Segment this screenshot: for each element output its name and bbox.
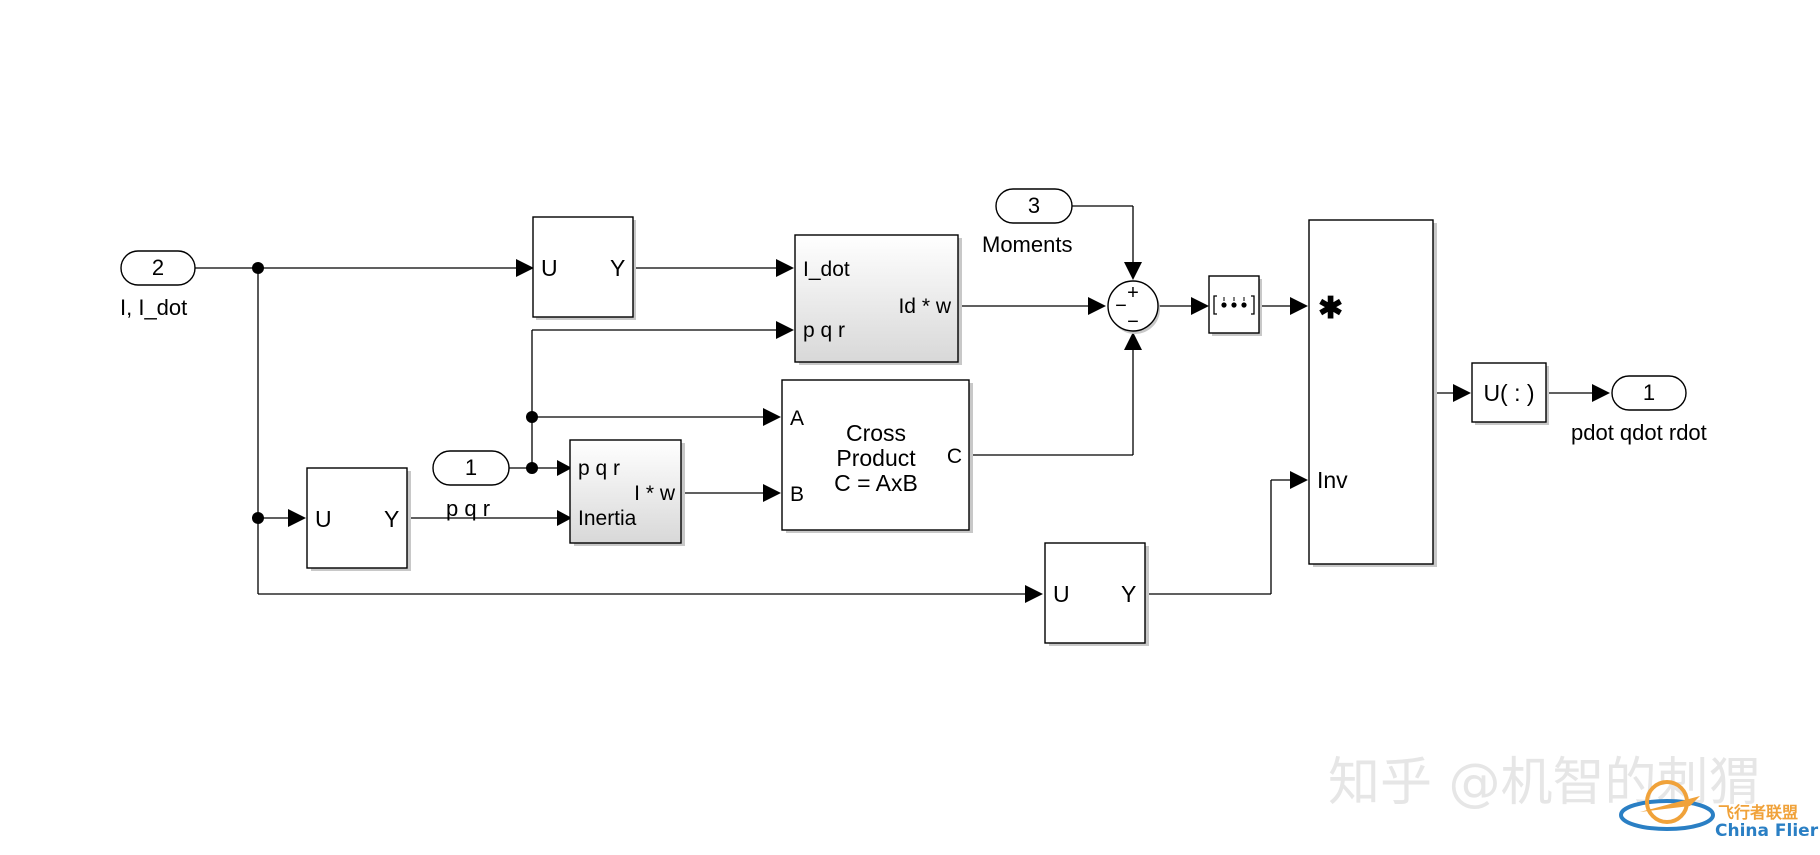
matrix-concat-block[interactable] (1208, 275, 1262, 336)
inport-1[interactable]: 1 (432, 450, 510, 486)
cross-product-block[interactable]: A B C Cross Product C = AxB (781, 379, 973, 533)
logo-en-text: China Flier (1715, 821, 1819, 841)
china-flier-logo: 飞行者联盟 China Flier (1619, 780, 1819, 841)
idot-block-idot-port: I_dot (803, 258, 850, 281)
inport-2[interactable]: 2 (120, 250, 196, 286)
product-inverse-block[interactable]: ✱ Inv (1308, 219, 1437, 567)
idot-block-pqr-port: p q r (803, 319, 845, 342)
cross-product-a-port: A (790, 407, 804, 430)
cross-product-b-port: B (790, 483, 804, 506)
selector-top-in-port: U (541, 255, 558, 281)
inport-3-label: Moments (982, 232, 1072, 257)
selector-bottom-in-port: U (1053, 581, 1070, 607)
inertia-block-pqr-port: p q r (578, 457, 620, 480)
inport-3-number: 3 (1028, 193, 1040, 218)
pqr-signal-label: p q r (446, 496, 490, 521)
cross-product-c-port: C (947, 445, 962, 468)
branch-points (252, 262, 538, 524)
watermark: 知乎 @机智的刺猬 飞行者联盟 China Flier (1328, 753, 1819, 841)
reshape-block-label: U( : ) (1483, 380, 1534, 406)
selector-left-out-port: Y (384, 506, 399, 532)
idot-times-w-subsystem[interactable]: I_dot p q r Id * w (794, 234, 962, 365)
idot-block-output-port: Id * w (898, 295, 951, 318)
reshape-block[interactable]: U( : ) (1471, 362, 1549, 425)
outport-1-label: pdot qdot rdot (1571, 420, 1707, 445)
sum-minus-left-sign: − (1115, 295, 1127, 317)
cross-product-title-line2: Product (836, 445, 916, 471)
cross-product-title-line1: Cross (846, 420, 906, 446)
selector-left-in-port: U (315, 506, 332, 532)
product-inv-port: Inv (1317, 467, 1348, 493)
inertia-block-inertia-port: Inertia (578, 507, 637, 530)
signal-wires (195, 205, 1594, 595)
selector-block-top[interactable]: U Y (532, 216, 636, 320)
inport-2-number: 2 (152, 255, 164, 280)
selector-block-bottom[interactable]: U Y (1044, 542, 1149, 646)
sum-minus-bottom-sign: − (1127, 311, 1139, 333)
inport-3[interactable]: 3 (995, 188, 1073, 224)
inertia-block-output-port: I * w (634, 482, 676, 505)
logo-cn-text: 飞行者联盟 (1718, 803, 1798, 822)
outport-1[interactable]: 1 (1611, 375, 1687, 411)
outport-1-number: 1 (1643, 380, 1655, 405)
selector-bottom-out-port: Y (1121, 581, 1136, 607)
product-multiply-port: ✱ (1318, 292, 1343, 325)
inertia-times-w-subsystem[interactable]: p q r Inertia I * w (569, 439, 685, 546)
inport-2-label: I, I_dot (120, 295, 187, 320)
sum-block[interactable]: + − − (1107, 280, 1160, 334)
cross-product-title-line3: C = AxB (834, 470, 918, 496)
matrix-concat-icon (1213, 295, 1255, 315)
inport-1-number: 1 (465, 455, 477, 480)
selector-block-left[interactable]: U Y (306, 467, 411, 571)
sum-plus-sign: + (1127, 282, 1139, 304)
selector-top-out-port: Y (610, 255, 625, 281)
wire-arrowheads (288, 259, 1610, 603)
